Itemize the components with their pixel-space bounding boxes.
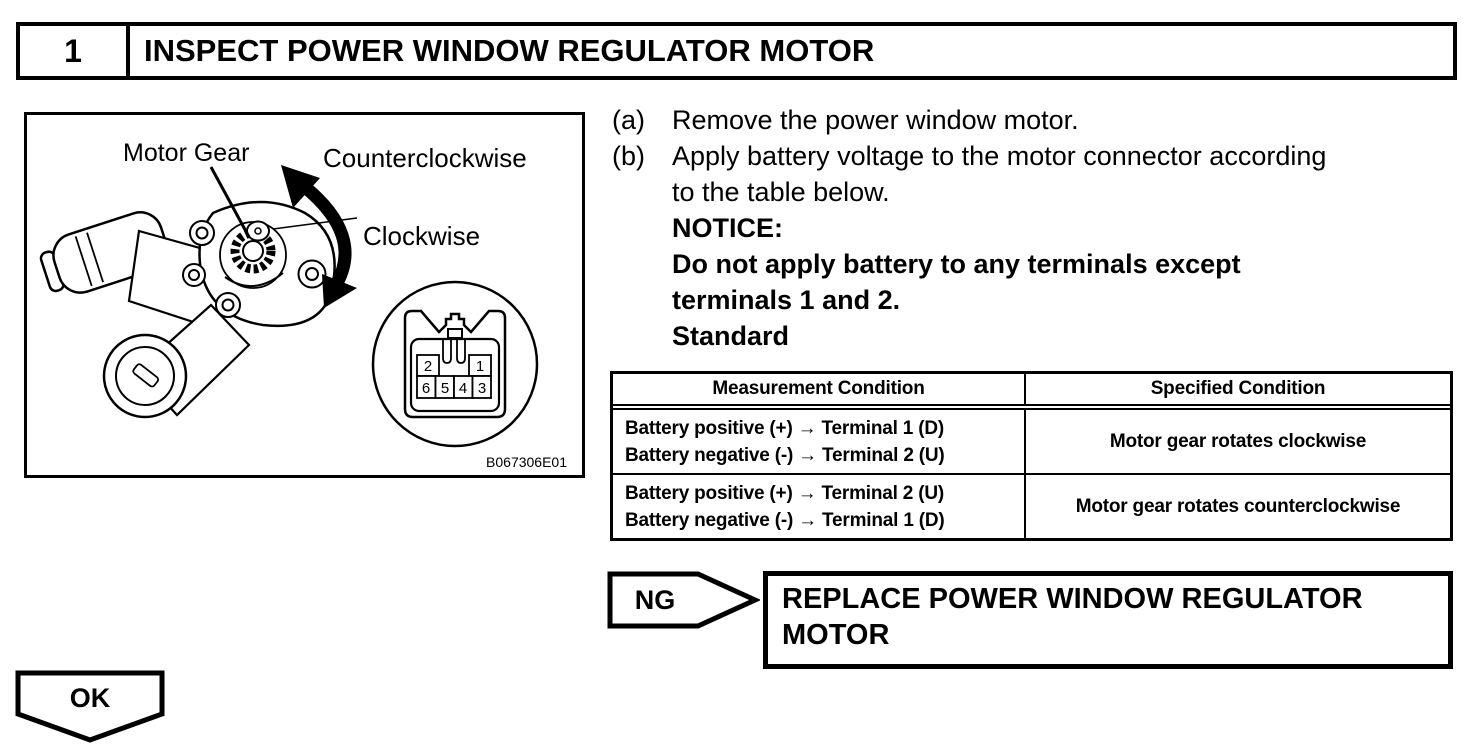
step-number: 1 (20, 26, 130, 76)
motor-figure: Motor Gear Counterclockwise Clockwise (39, 139, 567, 470)
pin-label-4: 4 (459, 380, 467, 397)
ng-arrow: NG (607, 571, 760, 629)
table-row: Battery positive (+) → Terminal 2 (U) Ba… (613, 475, 1450, 538)
ng-action-line-2: MOTOR (782, 619, 890, 651)
instructions: (a) Remove the power window motor. (b) App… (612, 102, 1442, 354)
ng-arrow-shape (607, 571, 760, 629)
motor-gear-illustration (230, 220, 276, 274)
ok-arrow-label: OK (70, 683, 111, 713)
pin-box-3 (471, 375, 492, 399)
step-b-text-1: Apply battery voltage to the motor conne… (672, 141, 1327, 171)
pin-label-2: 2 (424, 358, 432, 375)
connector-detail (371, 280, 539, 448)
notice-line-1: Do not apply battery to any terminals ex… (672, 249, 1241, 279)
clockwise-leader-line (272, 217, 358, 230)
rotation-arrow (281, 165, 357, 308)
pin-label-1: 1 (476, 358, 484, 375)
measurement-cell: Battery positive (+) → Terminal 2 (U) Ba… (613, 475, 1026, 538)
pin-label-3: 3 (478, 380, 486, 397)
ok-arrow: OK (15, 670, 165, 743)
ng-arrow-label: NG (635, 585, 676, 615)
step-a-text: Remove the power window motor. (672, 105, 1079, 135)
figure-code: B067306E01 (486, 454, 567, 470)
step-title: INSPECT POWER WINDOW REGULATOR MOTOR (144, 33, 875, 68)
step-b-text-2: to the table below. (672, 177, 890, 207)
table-header-measurement: Measurement Condition (613, 374, 1026, 404)
step-b-line-1: (b) Apply battery voltage to the motor co… (612, 138, 1442, 174)
notice-line-2: terminals 1 and 2. (672, 285, 901, 315)
ok-arrow-shape (15, 670, 165, 743)
step-a-line: (a) Remove the power window motor. (612, 102, 1442, 138)
table-row: Battery positive (+) → Terminal 1 (D) Ba… (613, 410, 1450, 475)
figure-box: Motor Gear Counterclockwise Clockwise (24, 112, 585, 478)
specification-table: Measurement Condition Specified Conditio… (610, 371, 1453, 541)
motor-gear-label: Motor Gear (123, 139, 249, 167)
notice-label: NOTICE: (672, 213, 783, 243)
pin-label-6: 6 (422, 380, 430, 397)
specified-cell: Motor gear rotates counterclockwise (1075, 495, 1401, 517)
specified-cell: Motor gear rotates clockwise (1109, 430, 1367, 452)
table-header-specified: Specified Condition (1150, 378, 1326, 399)
pin-label-5: 5 (441, 380, 449, 397)
motor-gear-pointer-line (209, 166, 251, 238)
step-b-line-2: to the table below. (612, 174, 1442, 210)
counterclockwise-label: Counterclockwise (323, 143, 527, 173)
ng-action-box: REPLACE POWER WINDOW REGULATOR MOTOR (763, 571, 1453, 669)
step-b-label: (b) (612, 141, 645, 171)
standard-label: Standard (672, 321, 790, 351)
step-header: 1 INSPECT POWER WINDOW REGULATOR MOTOR (16, 22, 1457, 80)
step-a-label: (a) (612, 105, 645, 135)
ng-action-line-1: REPLACE POWER WINDOW REGULATOR (782, 583, 1363, 615)
table-header-row: Measurement Condition Specified Conditio… (613, 374, 1450, 410)
clockwise-label: Clockwise (363, 221, 480, 251)
measurement-cell: Battery positive (+) → Terminal 1 (D) Ba… (613, 410, 1026, 473)
